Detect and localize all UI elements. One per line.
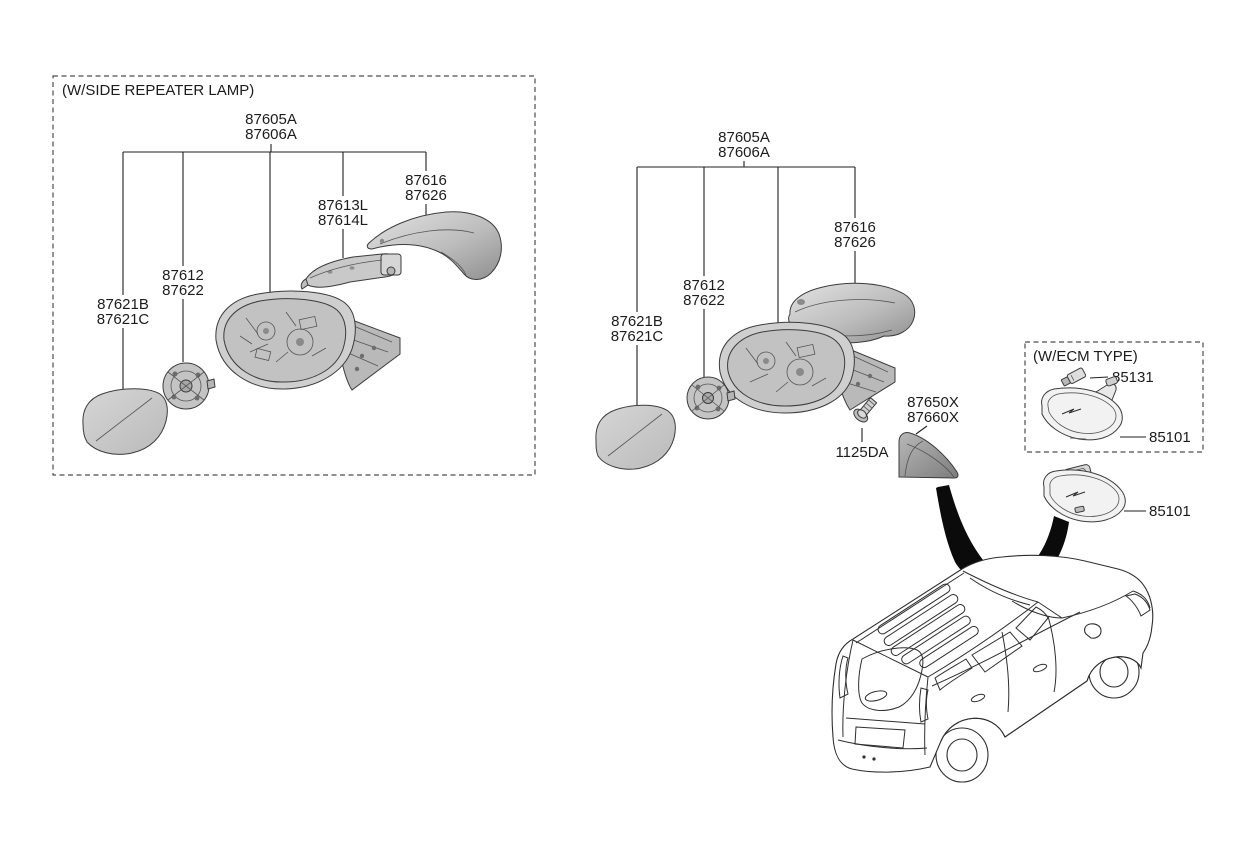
rear-door-window: [971, 631, 1023, 673]
repeater-lamp-part: [300, 253, 402, 290]
corner-cover-part: [898, 432, 959, 479]
right-mirror-view: 87605A 87606A 87616 87626 87612 87622 87…: [595, 129, 959, 479]
label-r-actuator-2: 87622: [683, 292, 725, 309]
r-mirror-glass-part: [595, 404, 676, 470]
label-r-mirror-cover-2: 87626: [834, 234, 876, 251]
label-bolt: 1125DA: [835, 444, 888, 461]
mirror-glass-part: [82, 388, 168, 455]
car-side-section: [931, 606, 1102, 713]
rear-wheel: [935, 727, 989, 783]
side-repeater-lamp-box: (W/SIDE REPEATER LAMP) 87605A 87606A 876…: [52, 75, 536, 476]
label-actuator-2: 87622: [162, 282, 204, 299]
bolt-part: [853, 396, 878, 423]
right-callout-lines: [636, 161, 928, 442]
label-standard-mirror: 85101: [1149, 503, 1191, 520]
rear-wheel-arch: [940, 717, 1006, 742]
right-taillight: [919, 687, 929, 723]
license-recess: [854, 726, 906, 749]
mirror-housing-part: [215, 290, 401, 391]
rear-door-handle: [970, 693, 986, 703]
brand-logo: [864, 690, 888, 702]
label-r-mirror-glass-2: 87621C: [611, 328, 664, 345]
label-repeater-lamp-1: 87613L: [318, 197, 368, 214]
label-mirror-assembly-1: 87605A: [245, 111, 297, 128]
label-r-mirror-glass-1: 87621B: [611, 313, 663, 330]
standard-mirror-part: 85101: [1043, 464, 1191, 523]
left-callout-lines: [122, 144, 427, 396]
dashed-border: [52, 75, 536, 476]
label-mirror-glass-2: 87621C: [97, 311, 150, 328]
label-ecm-sensor: 85131: [1112, 369, 1154, 386]
ecm-box-title: (W/ECM TYPE): [1033, 348, 1138, 365]
rear-window: [858, 647, 924, 711]
actuator-part: [162, 362, 216, 410]
label-r-mirror-assembly-1: 87605A: [718, 129, 770, 146]
headlight: [1124, 593, 1151, 617]
label-mirror-cover-1: 87616: [405, 172, 447, 189]
label-r-mirror-cover-1: 87616: [834, 219, 876, 236]
label-r-actuator-1: 87612: [683, 277, 725, 294]
label-mirror-assembly-2: 87606A: [245, 126, 297, 143]
mirror-cover-part: [366, 211, 502, 280]
vehicle-illustration: [831, 554, 1154, 783]
label-mirror-glass-1: 87621B: [97, 296, 149, 313]
label-ecm-mirror: 85101: [1149, 429, 1191, 446]
ecm-mirror-glare-mark: [1061, 408, 1082, 415]
front-door-handle: [1032, 663, 1048, 673]
label-mirror-cover-2: 87626: [405, 187, 447, 204]
car-front-section: [962, 570, 1151, 619]
car-rear-section: [837, 639, 929, 761]
ecm-sensor-part: [1060, 367, 1087, 387]
ecm-sensor-leader: [1089, 376, 1109, 379]
label-r-mirror-assembly-2: 87606A: [718, 144, 770, 161]
rocker-line: [1004, 680, 1088, 738]
roof-ribs: [877, 583, 979, 669]
front-door-window: [1015, 606, 1049, 641]
ecm-type-box: (W/ECM TYPE) 85131 85101: [1024, 341, 1204, 453]
r-actuator-part: [686, 376, 736, 420]
left-taillight: [838, 655, 849, 699]
label-corner-cover-2: 87660X: [907, 409, 959, 426]
ecm-mirror-part: [1041, 376, 1123, 441]
label-repeater-lamp-2: 87614L: [318, 212, 368, 229]
front-wheel-arch: [1086, 656, 1142, 682]
rear-quarter-window: [934, 658, 973, 691]
label-corner-cover-1: 87650X: [907, 394, 959, 411]
car-roof: [852, 572, 1039, 678]
standard-mirror-glare-mark: [1065, 491, 1086, 498]
label-actuator-1: 87612: [162, 267, 204, 284]
ecm-dashed-border: [1024, 341, 1204, 453]
door-mirror-location: [1084, 623, 1102, 639]
car-body-outline: [831, 554, 1154, 773]
r-mirror-housing-part: [718, 321, 896, 414]
left-box-title: (W/SIDE REPEATER LAMP): [62, 82, 254, 99]
